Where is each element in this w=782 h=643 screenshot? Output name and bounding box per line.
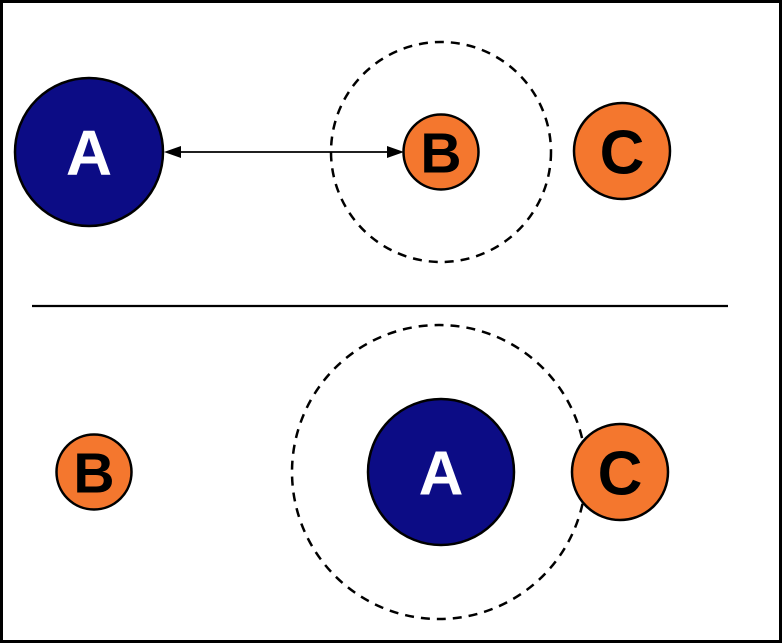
top-circle-b [402, 113, 480, 191]
bottom-circle-c [570, 422, 670, 522]
top-circle-c [572, 101, 672, 201]
distance-arrow [164, 146, 404, 158]
top-panel: A B C [13, 40, 672, 264]
bottom-label-b: B [73, 442, 114, 506]
top-label-a: A [66, 117, 112, 189]
top-label-c: C [600, 118, 645, 187]
top-circle-a [13, 76, 165, 228]
bottom-panel: B A C [55, 323, 670, 621]
bottom-label-a: A [419, 439, 464, 508]
bottom-circle-a [366, 397, 516, 547]
arrowhead-right-icon [387, 146, 404, 158]
top-dashed-radius-circle [329, 40, 553, 264]
top-label-b: B [420, 122, 461, 186]
arrowhead-left-icon [164, 146, 181, 158]
bottom-circle-b [55, 433, 133, 511]
bottom-label-c: C [598, 439, 643, 508]
